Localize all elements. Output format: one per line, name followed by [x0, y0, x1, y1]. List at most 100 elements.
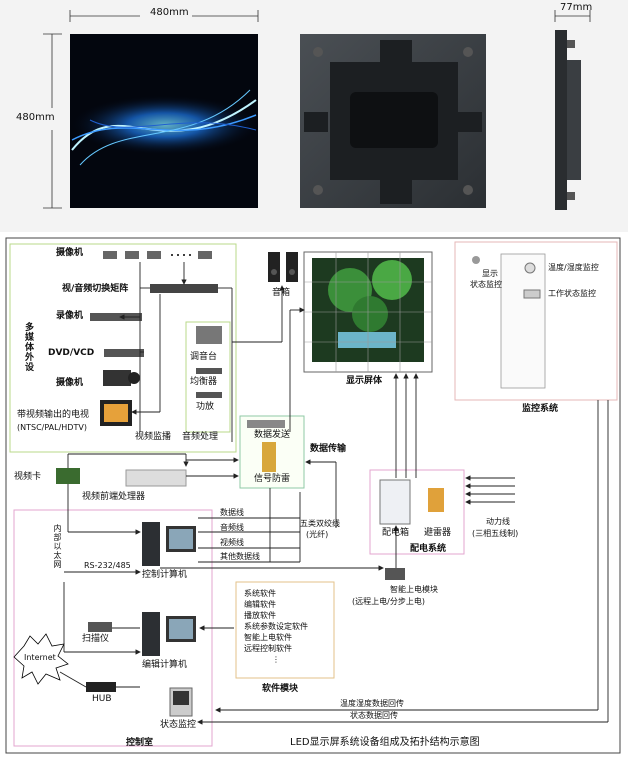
- video-line-label: 视频线: [220, 538, 244, 547]
- scanner-label: 扫描仪: [82, 634, 110, 644]
- signal-protector-icon: [262, 442, 276, 472]
- smart-module-title: 智能上电模块: [390, 585, 438, 594]
- status-monitor-icon: [169, 687, 193, 717]
- product-photos: [43, 10, 591, 210]
- multimedia-region: [9, 243, 237, 453]
- edit-pc-icon: [142, 612, 196, 656]
- smart-module-subtitle: (远程上电/分步上电): [352, 597, 425, 606]
- distribution-box-label: 配电箱: [382, 528, 410, 538]
- camcorder-icon: [103, 370, 140, 386]
- display-status-label-1: 显示: [482, 269, 498, 278]
- cat5-label-line2: (光纤): [306, 530, 329, 539]
- control-room-title: 控制室: [126, 738, 154, 748]
- lightning-arrester-icon: [428, 488, 444, 512]
- smart-power-module-icon: [385, 568, 405, 580]
- equalizer-label: 均衡器: [190, 377, 218, 387]
- width-dimension-line: [69, 10, 259, 22]
- signal-protection-label: 信号防雷: [254, 474, 291, 484]
- hub-label: HUB: [92, 694, 112, 704]
- recorder-icon: [90, 313, 142, 321]
- edit-pc-label: 编辑计算机: [142, 660, 188, 670]
- temp-humidity-label: 温度/湿度监控: [548, 263, 599, 272]
- camera-top-label: 摄像机: [56, 248, 84, 258]
- tv-label-line1: 带视频输出的电视: [17, 410, 90, 420]
- power-section-title: 配电系统: [410, 544, 447, 554]
- amplifier-label: 功放: [196, 402, 215, 412]
- topology-graphics: [5, 237, 621, 754]
- temp-humidity-sensor-icon: [524, 262, 536, 274]
- depth-label: 77mm: [560, 2, 593, 13]
- status-return-label: 状态数据回传: [350, 711, 398, 720]
- video-processor-icon: [125, 469, 187, 487]
- data-line-label: 数据线: [220, 508, 244, 517]
- power-line-label-1: 动力线: [486, 517, 510, 526]
- audio-line-label: 音频线: [220, 523, 244, 532]
- lightning-arrester-label: 避雷器: [424, 528, 452, 538]
- display-status-camera-icon: [472, 256, 480, 264]
- led-cabinet-back-photo: [300, 34, 486, 208]
- data-send-label: 数据发送: [254, 430, 291, 440]
- diagram-title: LED显示屏系统设备组成及拓扑结构示意图: [290, 737, 480, 748]
- height-dimension-line: [43, 33, 62, 209]
- led-cabinet-side-photo: [555, 30, 581, 210]
- video-card-icon: [56, 468, 80, 484]
- software-region: [235, 581, 335, 679]
- software-item: 系统参数设定软件: [244, 622, 308, 631]
- software-list: 系统软件 编辑软件 播放软件 系统参数设定软件 智能上电软件 远程控制软件 ⋮: [244, 588, 334, 665]
- video-monitor-label: 视频监播: [135, 432, 172, 442]
- control-pc-icon: [142, 522, 196, 566]
- equalizer-icon: [196, 368, 222, 374]
- temp-return-label: 温度湿度数据回传: [340, 699, 404, 708]
- diagram-border: [5, 237, 621, 754]
- width-label: 480mm: [150, 7, 189, 18]
- internet-label: Internet: [24, 653, 56, 662]
- lan-label: 内部以太网: [53, 524, 62, 569]
- connection-lines: [59, 262, 609, 725]
- av-matrix-icon: [150, 284, 218, 293]
- tv-icon: [100, 400, 132, 426]
- rs232-label: RS-232/485: [84, 561, 131, 570]
- work-status-camera-icon: [523, 289, 541, 299]
- camera-row-icon: [103, 251, 212, 259]
- tv-label-line2: (NTSC/PAL/HDTV): [17, 423, 87, 432]
- data-transmission-title: 数据传输: [310, 444, 347, 454]
- recorder-label: 录像机: [56, 311, 84, 321]
- audio-processing-region: [185, 321, 231, 433]
- video-card-label: 视频卡: [14, 472, 42, 482]
- power-line-label-2: (三相五线制): [472, 529, 519, 538]
- control-pc-label: 控制计算机: [142, 570, 188, 580]
- dvd-icon: [104, 349, 144, 357]
- depth-dimension-line: [554, 10, 591, 22]
- monitoring-inner-panel: [500, 253, 546, 389]
- led-system-topology-diagram: 摄像机 视/音频切换矩阵 录像机 DVD/VCD 摄像机 带视频输出的电视 (N…: [0, 232, 628, 760]
- multimedia-section-title: 多媒体外设: [23, 322, 33, 372]
- audio-processing-label: 音频处理: [182, 432, 219, 442]
- scanner-icon: [88, 622, 112, 632]
- speaker-label: 音箱: [272, 288, 291, 298]
- height-label: 480mm: [16, 112, 55, 123]
- internet-cloud-icon: [13, 633, 69, 685]
- distribution-box-icon: [379, 479, 411, 525]
- speaker-icon: [268, 252, 298, 282]
- monitoring-region: [454, 241, 618, 401]
- other-data-line-label: 其他数据线: [220, 552, 260, 561]
- product-photo-strip: 480mm 480mm 77mm: [0, 0, 628, 232]
- av-matrix-label: 视/音频切换矩阵: [62, 284, 129, 294]
- display-screen-icon: [303, 251, 433, 373]
- data-sender-icon: [247, 420, 285, 428]
- work-status-label: 工作状态监控: [548, 289, 596, 298]
- mixer-icon: [196, 326, 222, 344]
- mixer-label: 调音台: [190, 352, 218, 362]
- display-screen-label: 显示屏体: [346, 376, 383, 386]
- software-item: 编辑软件: [244, 600, 276, 609]
- software-section-title: 软件模块: [262, 684, 299, 694]
- power-region: [369, 469, 465, 555]
- software-item: 播放软件: [244, 611, 276, 620]
- status-monitor-label: 状态监控: [160, 720, 197, 730]
- monitoring-section-title: 监控系统: [522, 404, 559, 414]
- display-status-label-2: 状态监控: [470, 280, 502, 289]
- software-item: 智能上电软件: [244, 633, 292, 642]
- cat5-label-line1: 五类双绞线: [300, 519, 340, 528]
- led-panel-front-photo: [70, 34, 260, 208]
- dvd-vcd-label: DVD/VCD: [48, 348, 95, 358]
